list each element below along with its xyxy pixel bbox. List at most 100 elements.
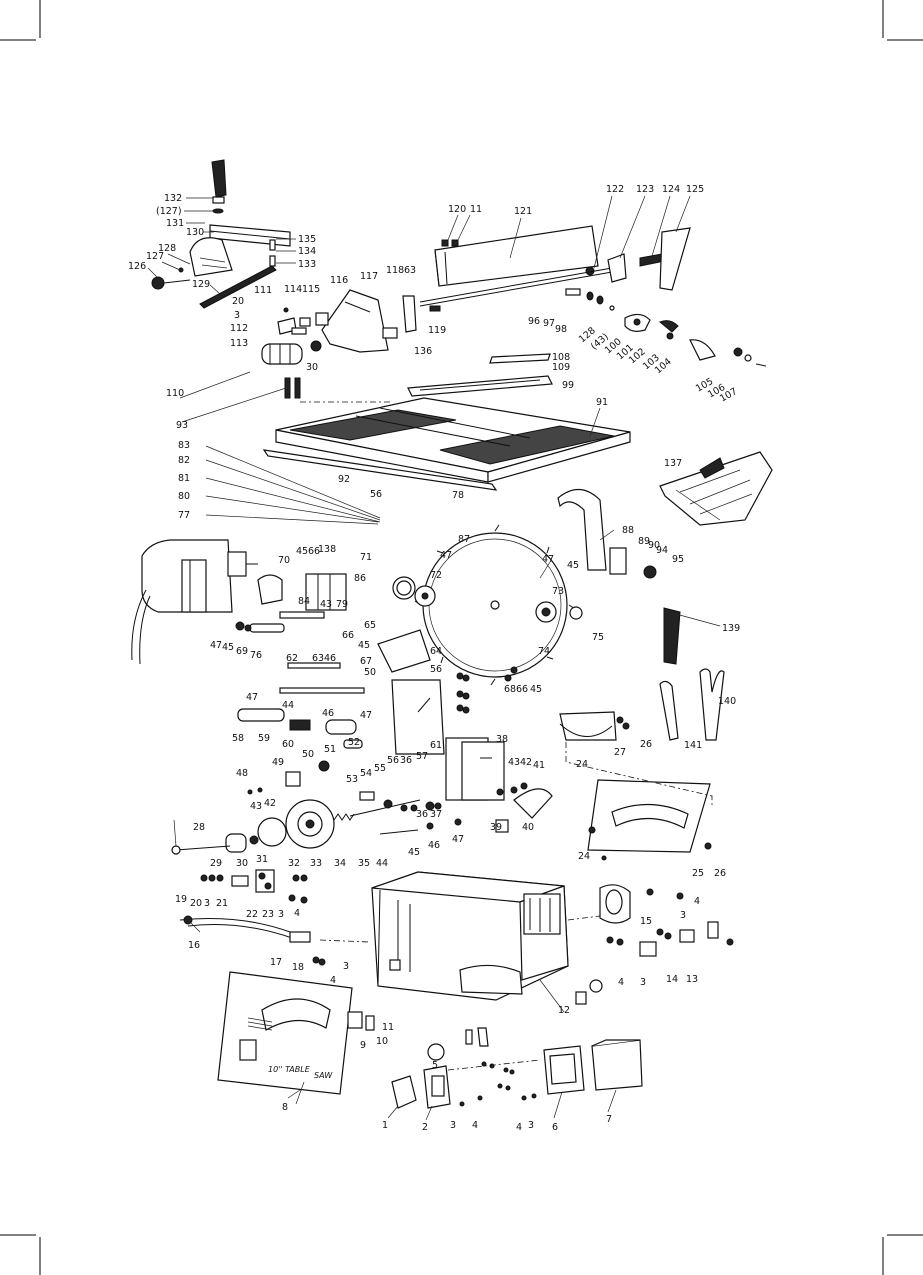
label-57: 57 (416, 751, 428, 762)
label-51: 51 (324, 744, 336, 755)
label-43c: 43 (250, 801, 262, 812)
label-46c: 46 (428, 840, 440, 851)
label-47c: 47 (210, 640, 222, 651)
label-44b: 44 (376, 858, 388, 869)
label-29: 29 (210, 858, 222, 869)
label-17: 17 (270, 957, 282, 968)
label-132: 132 (164, 193, 182, 204)
label-78: 78 (452, 490, 464, 501)
label-131: 131 (166, 218, 184, 229)
label-21: 21 (216, 898, 228, 909)
label-126: 126 (128, 261, 146, 272)
tilt-scale (559, 711, 713, 861)
label-75: 75 (592, 632, 604, 643)
label-4e: 4 (472, 1120, 478, 1131)
label-34: 34 (334, 858, 346, 869)
label-89: 89 (638, 536, 650, 547)
label-43b: 43 (508, 757, 520, 768)
label-109: 109 (552, 362, 570, 373)
motor (131, 539, 347, 665)
label-110: 110 (166, 388, 184, 399)
label-96: 96 (528, 316, 540, 327)
label-122: 122 (606, 184, 624, 195)
label-45b: 45 (296, 546, 308, 557)
label-65: 65 (364, 620, 376, 631)
label-55: 55 (374, 763, 386, 774)
label-141: 141 (684, 740, 702, 751)
label-83: 83 (178, 440, 190, 451)
label-134: 134 (298, 246, 316, 257)
dust-port (567, 884, 734, 957)
label-133: 133 (298, 259, 316, 270)
label-48: 48 (236, 768, 248, 779)
label-45e: 45 (530, 684, 542, 695)
label-9: 9 (360, 1040, 366, 1051)
label-127: 127 (146, 251, 164, 262)
label-45d: 45 (358, 640, 370, 651)
label-68: 68 (504, 684, 516, 695)
label-40: 40 (522, 822, 534, 833)
label-86: 86 (354, 573, 366, 584)
label-61: 61 (430, 740, 442, 751)
label-24a: 24 (576, 759, 588, 770)
label-95: 95 (672, 554, 684, 565)
label-130: 130 (186, 227, 204, 238)
label-58: 58 (232, 733, 244, 744)
label-63a: 63 (404, 265, 416, 276)
label-36b: 36 (416, 809, 428, 820)
label-35: 35 (358, 858, 370, 869)
label-6: 6 (552, 1122, 558, 1133)
label-7: 7 (606, 1114, 612, 1125)
label-63b: 63 (312, 653, 324, 664)
label-46a: 46 (324, 653, 336, 664)
label-27: 27 (614, 747, 626, 758)
label-118: 118 (386, 265, 404, 276)
label-117: 117 (360, 271, 378, 282)
label-77: 77 (178, 510, 190, 521)
label-72: 72 (430, 570, 442, 581)
label-120: 120 (448, 204, 466, 215)
label-71: 71 (360, 552, 372, 563)
label-2: 2 (422, 1122, 428, 1133)
label-10: 10 (376, 1036, 388, 1047)
label-19: 19 (175, 894, 187, 905)
label-138: 138 (318, 544, 336, 555)
label-39: 39 (490, 822, 502, 833)
label-15: 15 (640, 916, 652, 927)
label-80: 80 (178, 491, 190, 502)
label-66c: 66 (516, 684, 528, 695)
label-64: 64 (430, 646, 442, 657)
label-20b: 20 (190, 898, 202, 909)
trunnion-brackets (377, 629, 518, 801)
rip-fence (419, 225, 691, 307)
label-41: 41 (533, 760, 545, 771)
label-56c: 56 (387, 755, 399, 766)
label-53: 53 (346, 774, 358, 785)
label-73: 73 (552, 586, 564, 597)
label-1: 1 (382, 1120, 388, 1131)
label-108: 108 (552, 352, 570, 363)
label-92: 92 (338, 474, 350, 485)
label-4f: 4 (516, 1122, 522, 1133)
label-36a: 36 (400, 755, 412, 766)
label-33: 33 (310, 858, 322, 869)
label-25: 25 (692, 868, 704, 879)
label-8: 8 (282, 1102, 288, 1113)
label-123: 123 (636, 184, 654, 195)
riving-knife (557, 488, 657, 579)
label-13: 13 (686, 974, 698, 985)
miter-gauge (151, 159, 291, 309)
label-31: 31 (256, 854, 268, 865)
blade-guard (659, 451, 773, 526)
label-119: 119 (428, 325, 446, 336)
label-60: 60 (282, 739, 294, 750)
label-114: 114 (284, 284, 302, 295)
label-87: 87 (458, 534, 470, 545)
label-30a: 30 (306, 362, 318, 373)
label-42a: 42 (520, 757, 532, 768)
label-67: 67 (360, 656, 372, 667)
label-128a: 128 (158, 243, 176, 254)
label-11b: 11 (382, 1022, 394, 1033)
label-79: 79 (336, 599, 348, 610)
label-139: 139 (722, 623, 740, 634)
